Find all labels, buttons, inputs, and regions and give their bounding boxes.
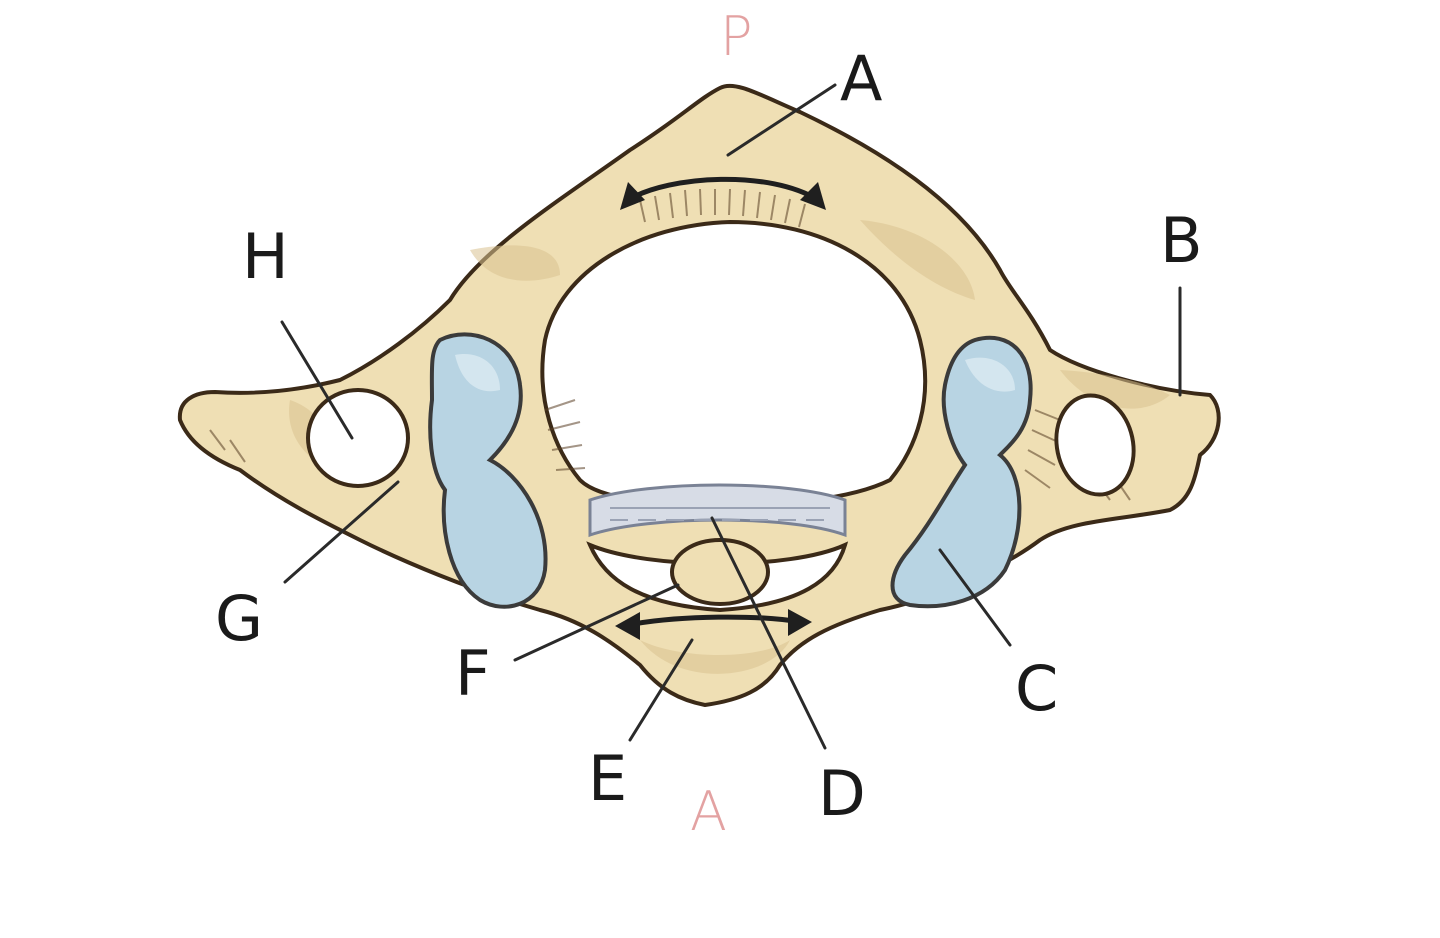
ligament-strands — [610, 507, 830, 521]
leader-h — [280, 320, 354, 440]
label-c: C — [1015, 652, 1058, 725]
label-b: B — [1160, 204, 1203, 277]
leader-c — [938, 548, 1012, 647]
label-d: D — [818, 757, 866, 830]
label-f: F — [455, 637, 491, 710]
anterior-marker: A — [690, 780, 727, 843]
label-a: A — [840, 42, 882, 115]
left-transverse-foramen — [306, 388, 410, 488]
label-g: G — [215, 582, 263, 655]
posterior-arch-arrow — [620, 176, 826, 210]
left-articular-facet — [428, 332, 548, 609]
leader-e — [628, 638, 694, 742]
dens-facet — [670, 538, 770, 606]
leader-d — [710, 516, 827, 750]
right-transverse-foramen — [1054, 393, 1136, 497]
anterior-arch-arrow — [615, 609, 812, 640]
leader-lines — [280, 83, 1182, 750]
label-h: H — [242, 220, 289, 293]
leader-f — [513, 583, 680, 662]
leader-g — [283, 480, 400, 584]
leader-a — [726, 83, 837, 157]
label-e: E — [588, 742, 627, 815]
posterior-marker: P — [720, 5, 753, 68]
right-articular-facet — [890, 335, 1033, 609]
transverse-ligament — [588, 483, 847, 538]
posterior-arch-hatching — [639, 188, 806, 228]
